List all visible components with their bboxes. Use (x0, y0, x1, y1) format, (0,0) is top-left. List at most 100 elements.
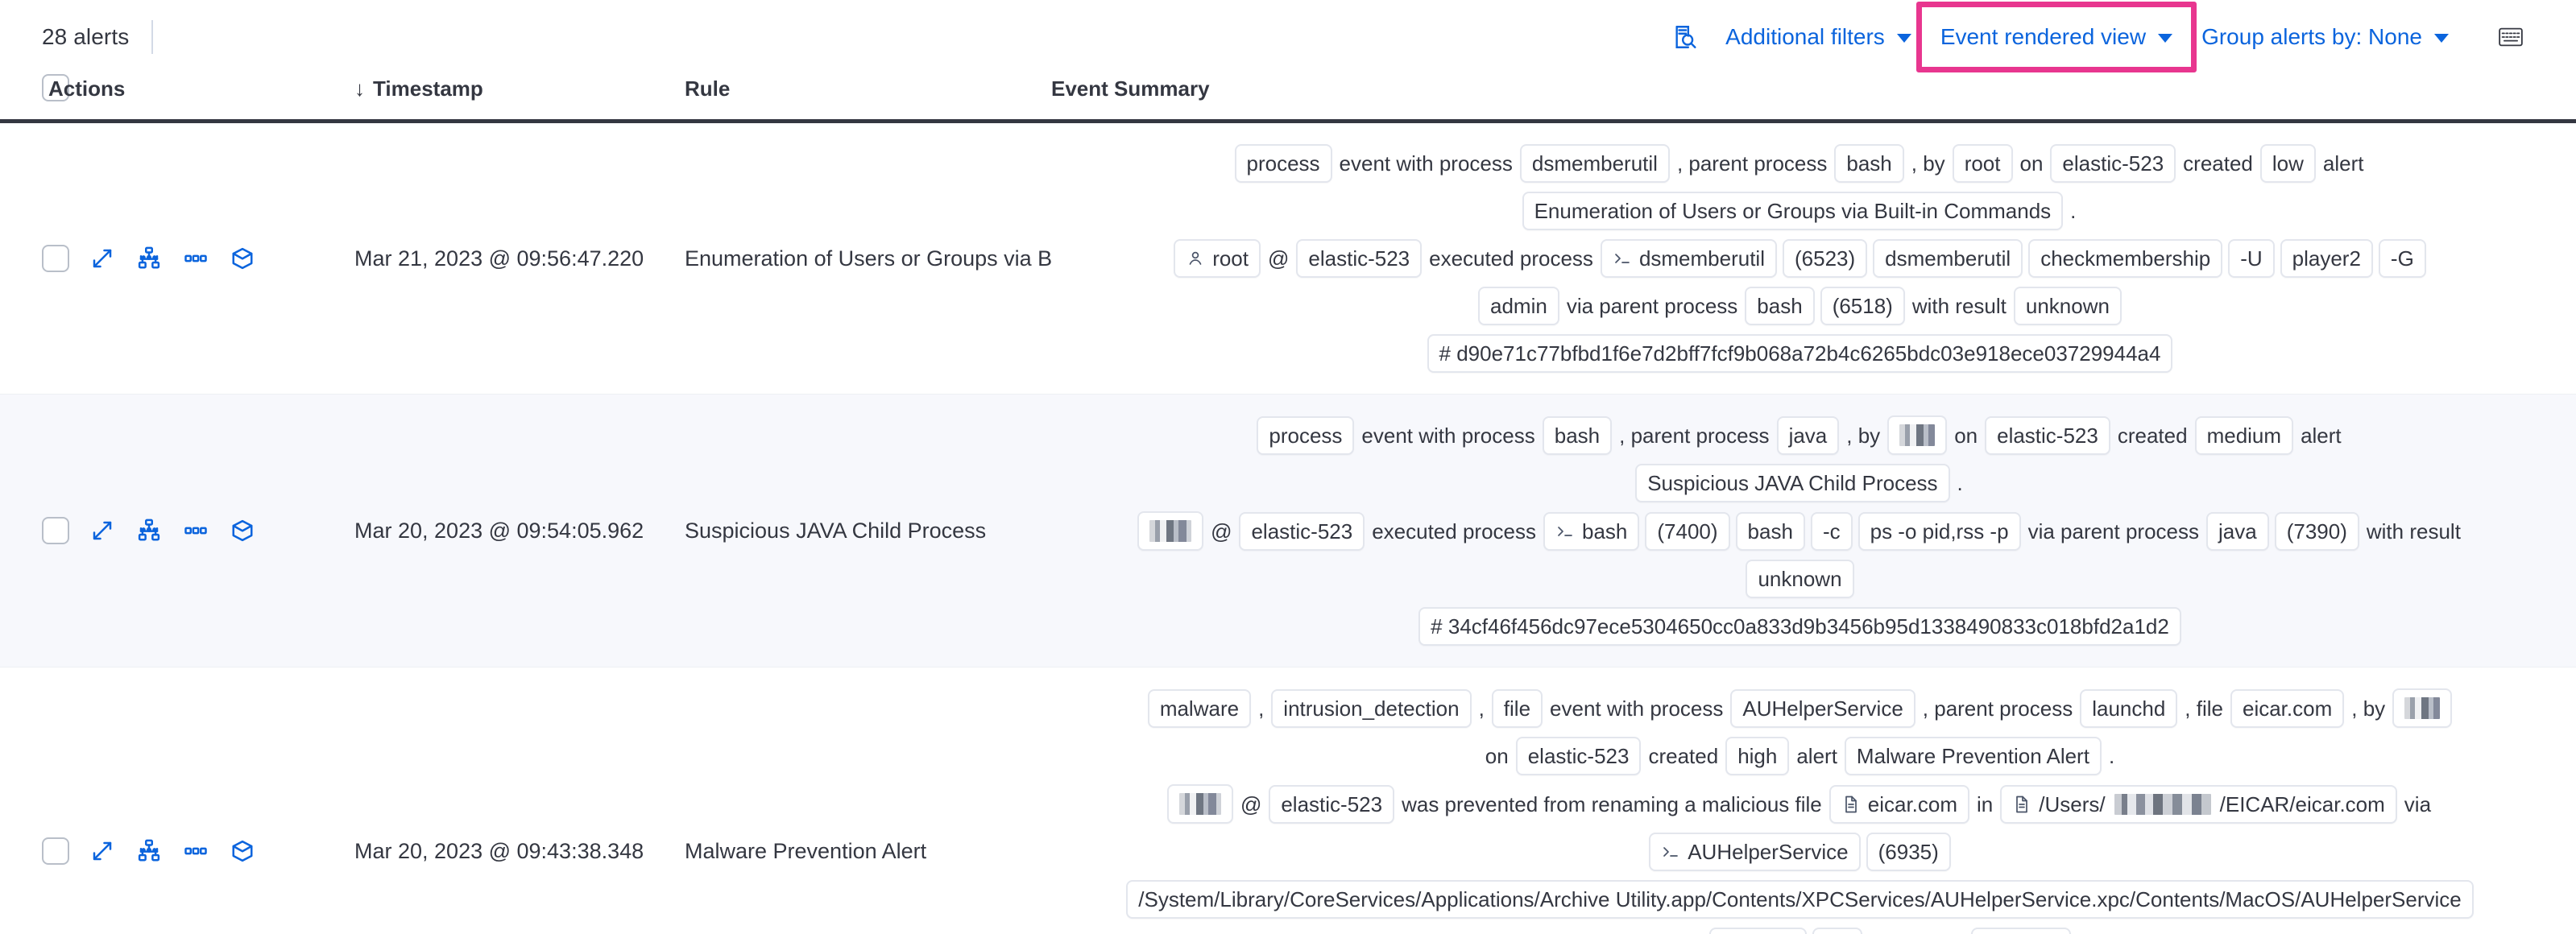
summary-chip[interactable]: file (1491, 688, 1543, 728)
select-all-checkbox[interactable] (42, 74, 69, 102)
summary-chip[interactable]: dsmemberutil (1519, 144, 1670, 184)
summary-chip[interactable]: elastic-523 (1269, 784, 1395, 824)
keyboard-icon[interactable] (2487, 20, 2534, 54)
row-select-checkbox[interactable] (42, 517, 69, 545)
summary-chip-label: AUHelperService (1688, 840, 1849, 865)
summary-chip[interactable]: Suspicious JAVA Child Process (1635, 464, 1950, 503)
event-rendered-view-button[interactable]: Event rendered view (1926, 18, 2187, 56)
group-alerts-by-button[interactable]: Group alerts by: None (2187, 18, 2463, 56)
summary-chip[interactable]: intrusion_detection (1271, 688, 1472, 728)
summary-chip[interactable]: unknown (2013, 287, 2122, 326)
summary-chip[interactable]: process (1257, 415, 1355, 455)
summary-chip[interactable]: success (1970, 928, 2071, 934)
summary-chip[interactable]: java (1776, 415, 1840, 455)
summary-text: via parent process (1566, 294, 1738, 319)
summary-chip[interactable]: -U (2228, 239, 2275, 279)
session-view-icon[interactable] (230, 839, 255, 863)
summary-chip[interactable]: /Users//EICAR/eicar.com (2000, 784, 2397, 824)
summary-chip[interactable]: player2 (2280, 239, 2373, 279)
additional-filters-button[interactable]: Additional filters (1711, 18, 1926, 56)
summary-chip[interactable]: bash (1543, 511, 1640, 551)
summary-chip[interactable]: admin (1478, 287, 1559, 326)
summary-chip[interactable]: (6523) (1783, 239, 1868, 279)
session-view-icon[interactable] (230, 246, 255, 271)
summary-chip[interactable]: bash (1834, 144, 1904, 184)
more-actions-icon[interactable] (184, 246, 208, 271)
summary-chip[interactable]: elastic-523 (1985, 415, 2110, 455)
summary-chip-label: bash (1757, 294, 1803, 319)
summary-chip[interactable]: (7400) (1645, 511, 1730, 551)
summary-chip[interactable]: checkmembership (2028, 239, 2223, 279)
summary-chip[interactable]: (6935) (1866, 833, 1951, 872)
more-actions-icon[interactable] (184, 839, 208, 863)
summary-chip[interactable]: AUHelperService (1649, 833, 1861, 872)
summary-chip[interactable] (2392, 688, 2453, 729)
summary-chip[interactable]: dsmemberutil (1873, 239, 2023, 279)
summary-chip[interactable]: launchd (2080, 688, 2178, 728)
summary-chip[interactable]: (1) (1812, 928, 1862, 934)
summary-chip-label: (7390) (2286, 519, 2347, 543)
summary-chip[interactable]: root (1174, 239, 1261, 279)
expand-icon[interactable] (90, 839, 114, 863)
expand-icon[interactable] (90, 246, 114, 271)
row-actions-cell (48, 667, 354, 934)
summary-chip[interactable]: -c (1810, 511, 1853, 551)
row-select-checkbox[interactable] (42, 245, 69, 273)
analyzer-icon[interactable] (137, 519, 161, 543)
summary-chip[interactable]: elastic-523 (2050, 144, 2176, 184)
summary-chip[interactable]: ps -o pid,rss -p (1857, 511, 2021, 551)
summary-chip[interactable]: bash (1735, 511, 1805, 551)
summary-chip[interactable]: AUHelperService (1730, 688, 1915, 728)
summary-chip[interactable]: /System/Library/CoreServices/Application… (1126, 880, 2474, 920)
summary-chip[interactable]: (7390) (2274, 511, 2359, 551)
summary-chip[interactable]: java (2206, 511, 2269, 551)
summary-chip[interactable]: elastic-523 (1239, 511, 1365, 551)
summary-chip-label: java (2218, 519, 2257, 543)
summary-chip[interactable]: Malware Prevention Alert (1844, 737, 2102, 776)
summary-chip[interactable]: low (2259, 144, 2316, 184)
summary-chip[interactable]: launchd (1708, 928, 1807, 934)
row-rule-name[interactable]: Suspicious JAVA Child Process (685, 394, 1051, 668)
row-rule-name[interactable]: Enumeration of Users or Groups via Bui (685, 121, 1051, 395)
summary-chip[interactable]: elastic-523 (1296, 239, 1423, 279)
summary-chip[interactable]: bash (1542, 415, 1613, 455)
summary-chip[interactable]: eicar.com (1828, 784, 1970, 824)
summary-chip[interactable]: unknown (1746, 560, 1854, 599)
summary-chip[interactable]: Enumeration of Users or Groups via Built… (1522, 192, 2064, 231)
row-select-checkbox[interactable] (42, 837, 69, 866)
rule-header[interactable]: Rule (685, 76, 731, 101)
summary-chip[interactable]: high (1725, 737, 1790, 776)
expand-icon[interactable] (90, 519, 114, 543)
summary-chip[interactable]: root (1952, 144, 2013, 184)
summary-text: alert (1796, 744, 1837, 769)
summary-chip[interactable] (1137, 511, 1204, 552)
summary-chip[interactable]: dsmemberutil (1600, 239, 1777, 279)
summary-text: was prevented from renaming a malicious … (1402, 791, 1822, 816)
summary-text: , parent process (1619, 423, 1770, 448)
summary-chip[interactable] (1887, 415, 1948, 456)
summary-chip[interactable]: process (1234, 144, 1332, 184)
summary-chip[interactable]: bash (1745, 287, 1815, 326)
summary-chip[interactable]: medium (2194, 415, 2294, 455)
summary-chip[interactable] (1166, 784, 1233, 824)
summary-chip-label: # d90e71c77bfbd1f6e7d2bff7fcf9b068a72b4c… (1439, 341, 2161, 366)
summary-chip[interactable]: malware (1147, 688, 1252, 728)
analyzer-icon[interactable] (137, 246, 161, 271)
more-actions-icon[interactable] (184, 519, 208, 543)
timestamp-header[interactable]: ↓Timestamp (354, 74, 685, 122)
session-view-icon[interactable] (230, 519, 255, 543)
row-rule-name[interactable]: Malware Prevention Alert (685, 667, 1051, 934)
summary-chip[interactable]: (6518) (1820, 287, 1905, 326)
summary-chip[interactable]: # d90e71c77bfbd1f6e7d2bff7fcf9b068a72b4c… (1427, 334, 2173, 374)
summary-chip[interactable]: eicar.com (2230, 688, 2345, 728)
inspect-search-icon[interactable] (1661, 17, 1711, 57)
summary-chip[interactable]: elastic-523 (1515, 737, 1642, 776)
summary-chip[interactable]: -G (2378, 239, 2426, 279)
summary-chip[interactable]: # 34cf46f456dc97ece5304650cc0a833d9b3456… (1418, 607, 2181, 647)
analyzer-icon[interactable] (137, 839, 161, 863)
